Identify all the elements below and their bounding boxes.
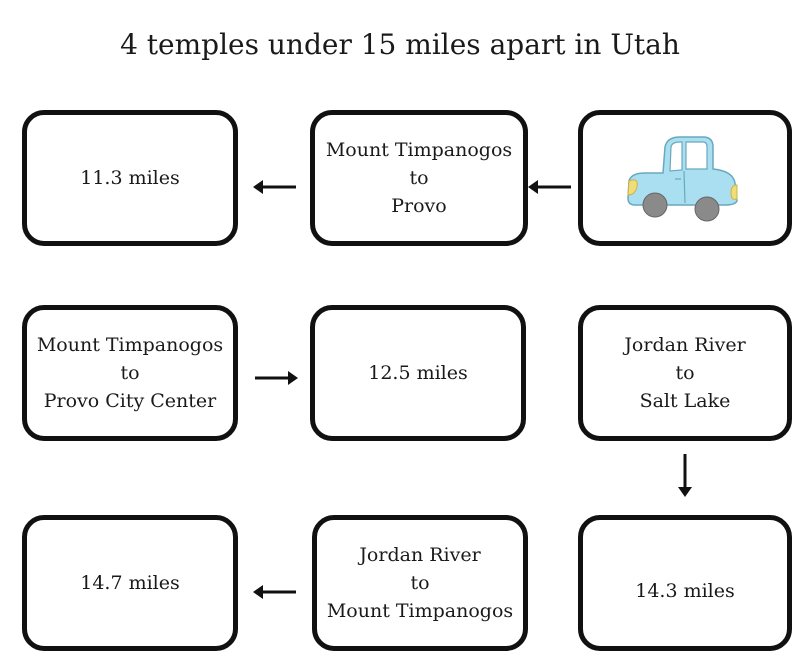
distance-label: 14.3 miles [635,580,735,602]
distance-label: 14.7 miles [80,572,180,594]
arrow-left-icon [528,180,571,194]
distance-label: 11.3 miles [80,167,180,189]
arrow-down-icon [678,454,692,497]
arrow-right-icon [255,371,298,385]
arrow-left-icon [253,585,296,599]
distance-box-3: 14.3 miles [578,515,792,651]
route-from: Jordan River [359,544,481,566]
car-icon [627,136,738,222]
route-to-word: to [409,167,429,189]
route-box-3: Jordan River to Salt Lake [578,305,792,441]
route-box-4: Jordan River to Mount Timpanogos [312,515,528,651]
route-from: Mount Timpanogos [325,139,513,161]
distance-box-2: 12.5 miles [310,305,526,441]
distance-box-1: 11.3 miles [22,110,238,246]
diagram-title: 4 temples under 15 miles apart in Utah [120,28,680,61]
route-to: Provo [391,195,447,217]
route-box-2: Mount Timpanogos to Provo City Center [22,305,238,441]
route-to-word: to [410,572,430,594]
route-to: Mount Timpanogos [326,600,514,622]
route-to-word: to [120,362,140,384]
arrow-left-icon [253,180,296,194]
route-from: Jordan River [624,334,746,356]
route-to: Salt Lake [639,390,731,412]
car-box [578,110,792,246]
route-box-1: Mount Timpanogos to Provo [310,110,528,246]
distance-label: 12.5 miles [368,362,468,384]
route-to-word: to [675,362,695,384]
route-to: Provo City Center [43,390,217,412]
distance-box-4: 14.7 miles [22,515,238,651]
route-from: Mount Timpanogos [36,334,224,356]
